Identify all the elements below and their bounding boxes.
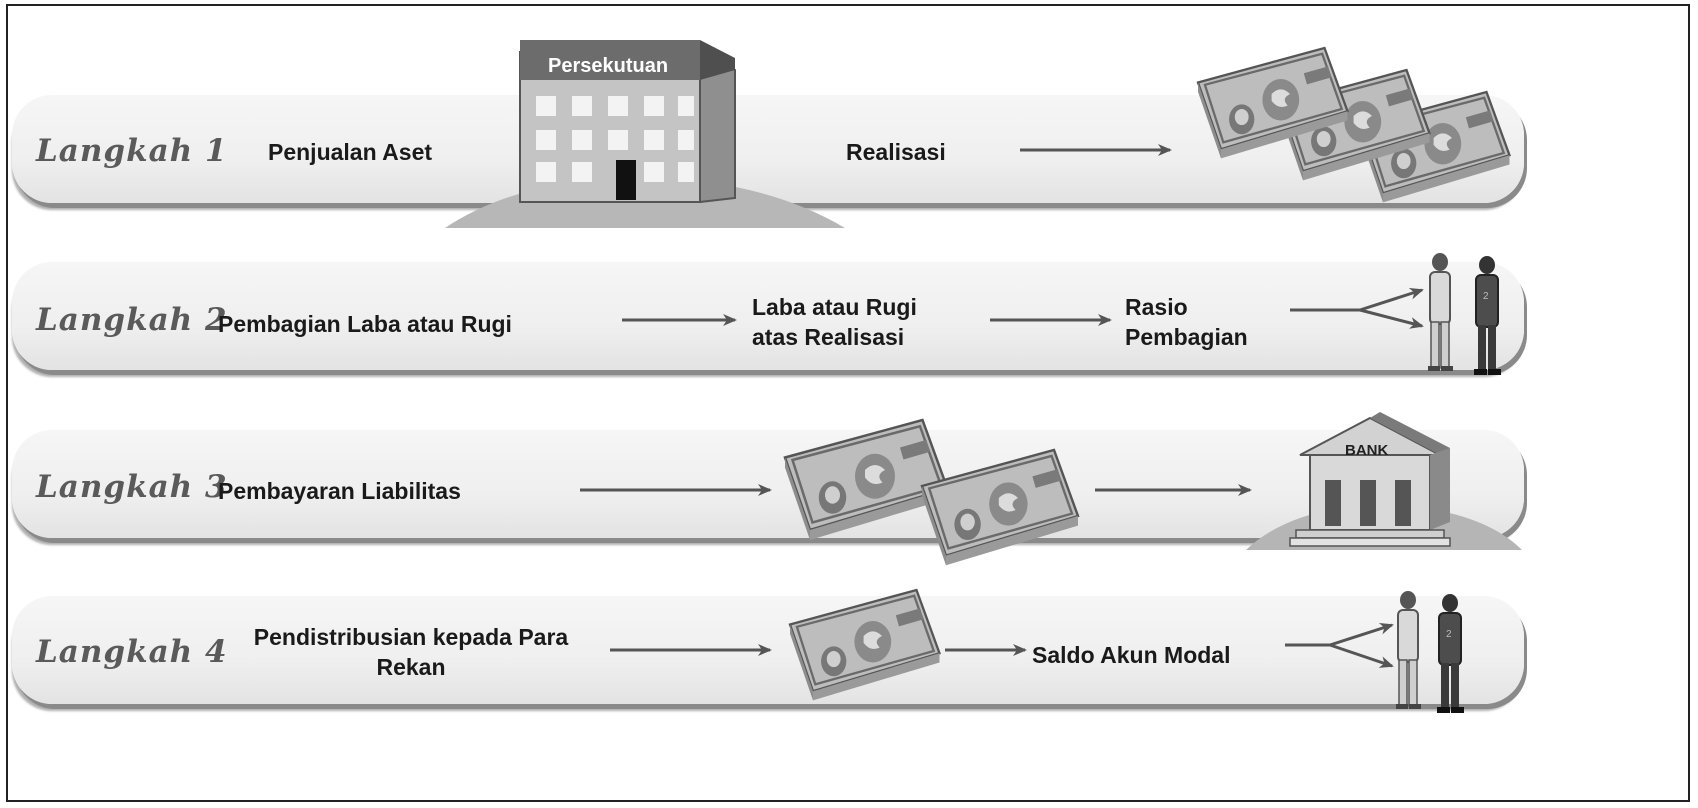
- split-arrow-icon: [1290, 287, 1424, 329]
- partners-icon: [1395, 590, 1465, 714]
- building-icon: [445, 40, 845, 228]
- money-stack-icon: [1196, 46, 1511, 204]
- step-1-label: Langkah 1: [36, 133, 228, 169]
- split-arrow-icon: [1285, 622, 1394, 668]
- bank-icon: [1246, 412, 1522, 550]
- step-1-item-asset-sale: Penjualan Aset: [268, 139, 433, 165]
- partners-icon: [1427, 252, 1502, 376]
- building-label: Persekutuan: [548, 55, 668, 77]
- step-2-item-sharing-ratio: Rasio Pembagian: [1125, 294, 1248, 350]
- step-2-item-realization-profit: Laba atau Rugi atas Realisasi: [752, 294, 917, 350]
- step-4-item-partner-distribution: Pendistribusian kepada Para Rekan: [253, 624, 569, 680]
- step-3-item-liability-payment: Pembayaran Liabilitas: [218, 478, 461, 504]
- step-2-label: Langkah 2: [36, 302, 228, 338]
- step-2-band: [12, 262, 1524, 370]
- bank-label: BANK: [1345, 442, 1388, 459]
- money-stack-icon: [788, 588, 941, 702]
- step-4-label: Langkah 4: [36, 634, 228, 670]
- step-3-label: Langkah 3: [36, 469, 228, 505]
- money-stack-icon: [783, 418, 1080, 567]
- step-2-item-profit-loss-division: Pembagian Laba atau Rugi: [218, 311, 512, 337]
- step-1-item-realization: Realisasi: [846, 139, 946, 165]
- step-4-item-capital-balance: Saldo Akun Modal: [1032, 642, 1231, 668]
